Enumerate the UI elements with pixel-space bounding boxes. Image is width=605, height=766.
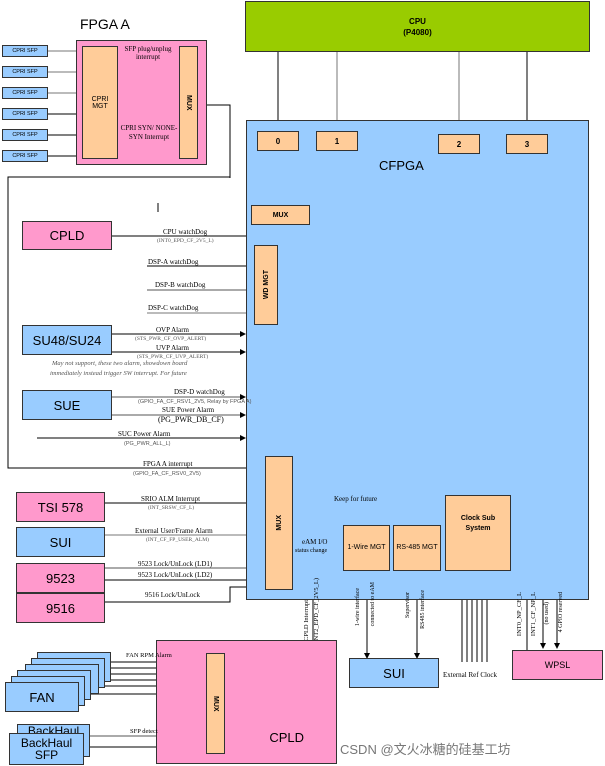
ld1-label: 9523 Lock/UnLock (LD1): [138, 560, 213, 568]
fpga-a-mux-block: MUX: [179, 46, 198, 159]
dsp-b-label: DSP-B watchDog: [155, 281, 206, 289]
fpga-a-int-route: [7, 176, 265, 469]
fan-block: FAN: [5, 682, 79, 712]
ext-ref-clock-label: External Ref Clock: [443, 671, 498, 679]
cpri-sfp-5: CPRI SFP: [2, 129, 48, 141]
ic-9516-block: 9516: [16, 593, 105, 623]
wd-mgt-label: WD MGT: [262, 270, 270, 300]
sue-block: SUE: [22, 390, 112, 420]
dsp-d-net: (GPIO_FA_CF_RSV1_2V5, Relay by FPGA A): [138, 399, 252, 405]
fpga-a-int-label: FPGA A interrupt: [143, 460, 193, 468]
cpld-mux-label: MUX: [212, 695, 219, 712]
fpga-a-route-top: [90, 176, 231, 178]
lock9516-label: 9516 Lock/UnLock: [145, 591, 201, 599]
ext-user-label: External User/Frame Alarm: [135, 527, 213, 535]
srio-label: SRIO ALM Interrupt: [141, 495, 201, 503]
cpld-mux-block: MUX: [206, 653, 225, 754]
cfpga-label: CFPGA: [379, 158, 424, 173]
wd-mgt-block: WD MGT: [254, 245, 278, 325]
fpga-a-mux-out: [198, 104, 231, 178]
cpri-syn-label: CPRI SYN/ NONE-SYN Interrupt: [120, 124, 178, 141]
cpld-bottom-block: CPLD: [156, 640, 337, 764]
uvp-label: UVP Alarm: [156, 344, 189, 352]
fan-rpm-label: FAN RPM Alarm: [126, 652, 172, 659]
cpri-sfp-4: CPRI SFP: [2, 108, 48, 120]
mid-mux-label: MUX: [275, 515, 283, 531]
eam-io-label: eAM I/O: [302, 538, 328, 546]
backhaul-sfp-block: BackHaul SFP: [9, 733, 84, 765]
sfp-detect-label: SFP detect: [130, 728, 158, 735]
one-wire-mgt-block: 1-Wire MGT: [343, 525, 390, 571]
cfpga-port-3: 3: [506, 134, 548, 154]
suc-power-label: SUC Power Alarm: [118, 430, 171, 438]
cpri-mgt-block: CPRI MGT: [82, 46, 118, 159]
supervisor-label: Supervisor: [405, 592, 411, 618]
srio-net: (INT_SRSW_CF_L): [148, 505, 195, 511]
cpld-left-block: CPLD: [22, 221, 112, 250]
ext-user-net: (INT_CF_FP_USER_ALM): [146, 537, 209, 543]
fpga-a-int-net: (GPIO_FA_CF_RSV0_2V5): [133, 471, 201, 477]
ld2-label: 9523 Lock/UnLock (LD2): [138, 571, 213, 579]
no-used-label: (no used): [544, 602, 550, 625]
int0-np-label: INT0_NP_CF_L: [516, 592, 523, 637]
sue-power-label: SUE Power Alarm: [162, 406, 215, 414]
watermark: CSDN @文火冰糖的硅基工坊: [340, 742, 511, 757]
cfpga-block: [246, 120, 589, 600]
cpri-sfp-6: CPRI SFP: [2, 150, 48, 162]
note-line-1: May not support, these two alarm, showdo…: [52, 360, 188, 367]
dsp-c-label: DSP-C watchDog: [148, 304, 199, 312]
cpu-name: CPU: [409, 16, 426, 26]
note-line-2: immediately instead trigger SW interrupt…: [50, 370, 187, 377]
keep-future-label: Keep for future: [334, 495, 378, 503]
cpu-watchdog-net: (INT0_EPD_CF_2V5_L): [157, 238, 214, 244]
ic-9523-block: 9523: [16, 563, 105, 593]
fpga-a-title: FPGA A: [80, 16, 130, 32]
cfpga-mid-mux: MUX: [265, 456, 293, 590]
cfpga-top-mux: MUX: [251, 205, 310, 225]
tsi578-block: TSI 578: [16, 492, 105, 522]
cpu-block: CPU (P4080): [245, 1, 590, 52]
sui-left-block: SUI: [16, 527, 105, 557]
int1-cf-np-label: INT1_CF_NP_L: [530, 592, 537, 637]
cpri-sfp-3: CPRI SFP: [2, 87, 48, 99]
cfpga-port-0: 0: [257, 131, 299, 151]
cpu-model: (P4080): [403, 27, 432, 37]
dsp-d-label: DSP-D watchDog: [174, 388, 225, 396]
ovp-net: (STS_PWR_CF_OVP_ALERT): [135, 336, 207, 342]
connected-eam-label: connected to eAM: [370, 582, 376, 627]
clock-sub-system-block: Clock Sub System: [445, 495, 511, 571]
status-change-label: status change: [295, 548, 328, 554]
cfpga-port-2: 2: [438, 134, 480, 154]
rs485-mgt-block: RS-485 MGT: [393, 525, 441, 571]
fpga-a-mux-label: MUX: [185, 94, 192, 111]
su48-su24-block: SU48/SU24: [22, 325, 112, 355]
cpu-watchdog-label: CPU watchDog: [163, 228, 208, 236]
sui-bottom-block: SUI: [349, 658, 439, 688]
wpsl-block: WPSL: [512, 650, 603, 680]
cpld-int-label: CPLD Interrupt: [303, 600, 310, 641]
rs485-if-label: RS485 interface: [420, 590, 426, 629]
dsp-a-label: DSP-A watchDog: [148, 258, 199, 266]
cpld-int-net: (INT2_EPD_CF_2V5_L): [313, 578, 320, 645]
cpri-sfp-2: CPRI SFP: [2, 66, 48, 78]
uvp-net: (STS_PWR_CF_UVP_ALERT): [137, 354, 209, 360]
one-wire-if-label: 1-wire interface: [355, 588, 361, 627]
ovp-label: OVP Alarm: [156, 326, 189, 334]
sue-power-net: (PG_PWR_DB_CF): [158, 415, 224, 424]
suc-power-net: (PG_PWR_ALL_L): [124, 441, 171, 447]
cfpga-port-1: 1: [316, 131, 358, 151]
cpri-sfp-1: CPRI SFP: [2, 45, 48, 57]
sfp-interrupt-label: SFP plug/unplug interrupt: [124, 45, 172, 61]
gpio-reserved-label: 4 GPIO reserved: [558, 592, 564, 633]
